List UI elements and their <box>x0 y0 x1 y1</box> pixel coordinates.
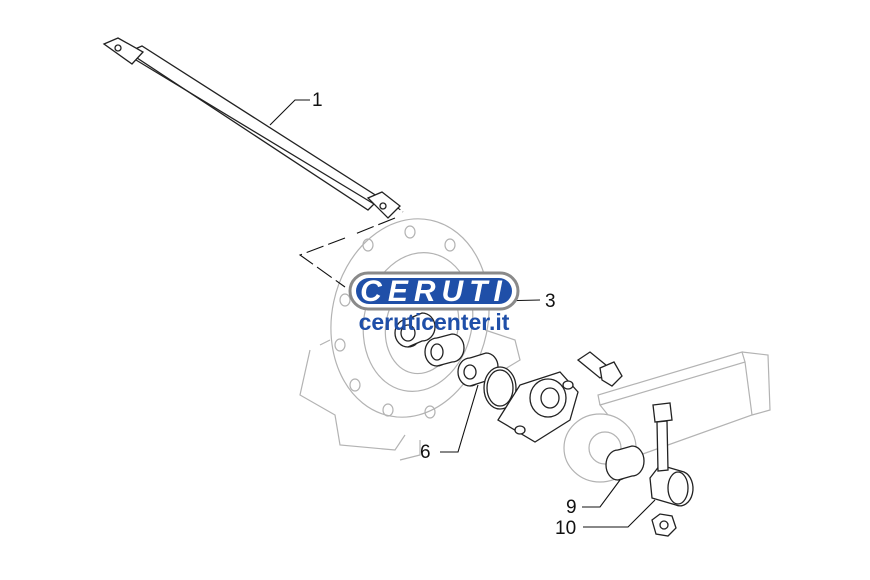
hex-nut <box>651 513 677 537</box>
shaft-part-1 <box>102 37 404 219</box>
label-part-3: 3 <box>545 291 556 312</box>
alignment-lines <box>298 217 396 288</box>
logo-brand: CERUTI <box>360 275 508 308</box>
logo-pill <box>356 278 512 304</box>
bushing-part-3 <box>394 312 436 348</box>
label-part-1: 1 <box>312 90 323 111</box>
gearbox-housing <box>299 339 421 461</box>
label-part-10: 10 <box>555 518 576 539</box>
collar-part-10 <box>649 464 694 507</box>
o-ring <box>483 366 517 410</box>
vertical-bolt <box>652 402 673 472</box>
label-part-6: 6 <box>420 442 431 463</box>
hex-bolt <box>576 351 623 387</box>
watermark-url: ceruticenter.it <box>359 309 510 335</box>
ceruti-logo: CERUTI <box>348 271 520 311</box>
label-part-9: 9 <box>566 497 577 518</box>
bearing-housing <box>497 371 579 443</box>
spacer-part-9 <box>605 445 645 481</box>
bearing <box>424 333 465 367</box>
